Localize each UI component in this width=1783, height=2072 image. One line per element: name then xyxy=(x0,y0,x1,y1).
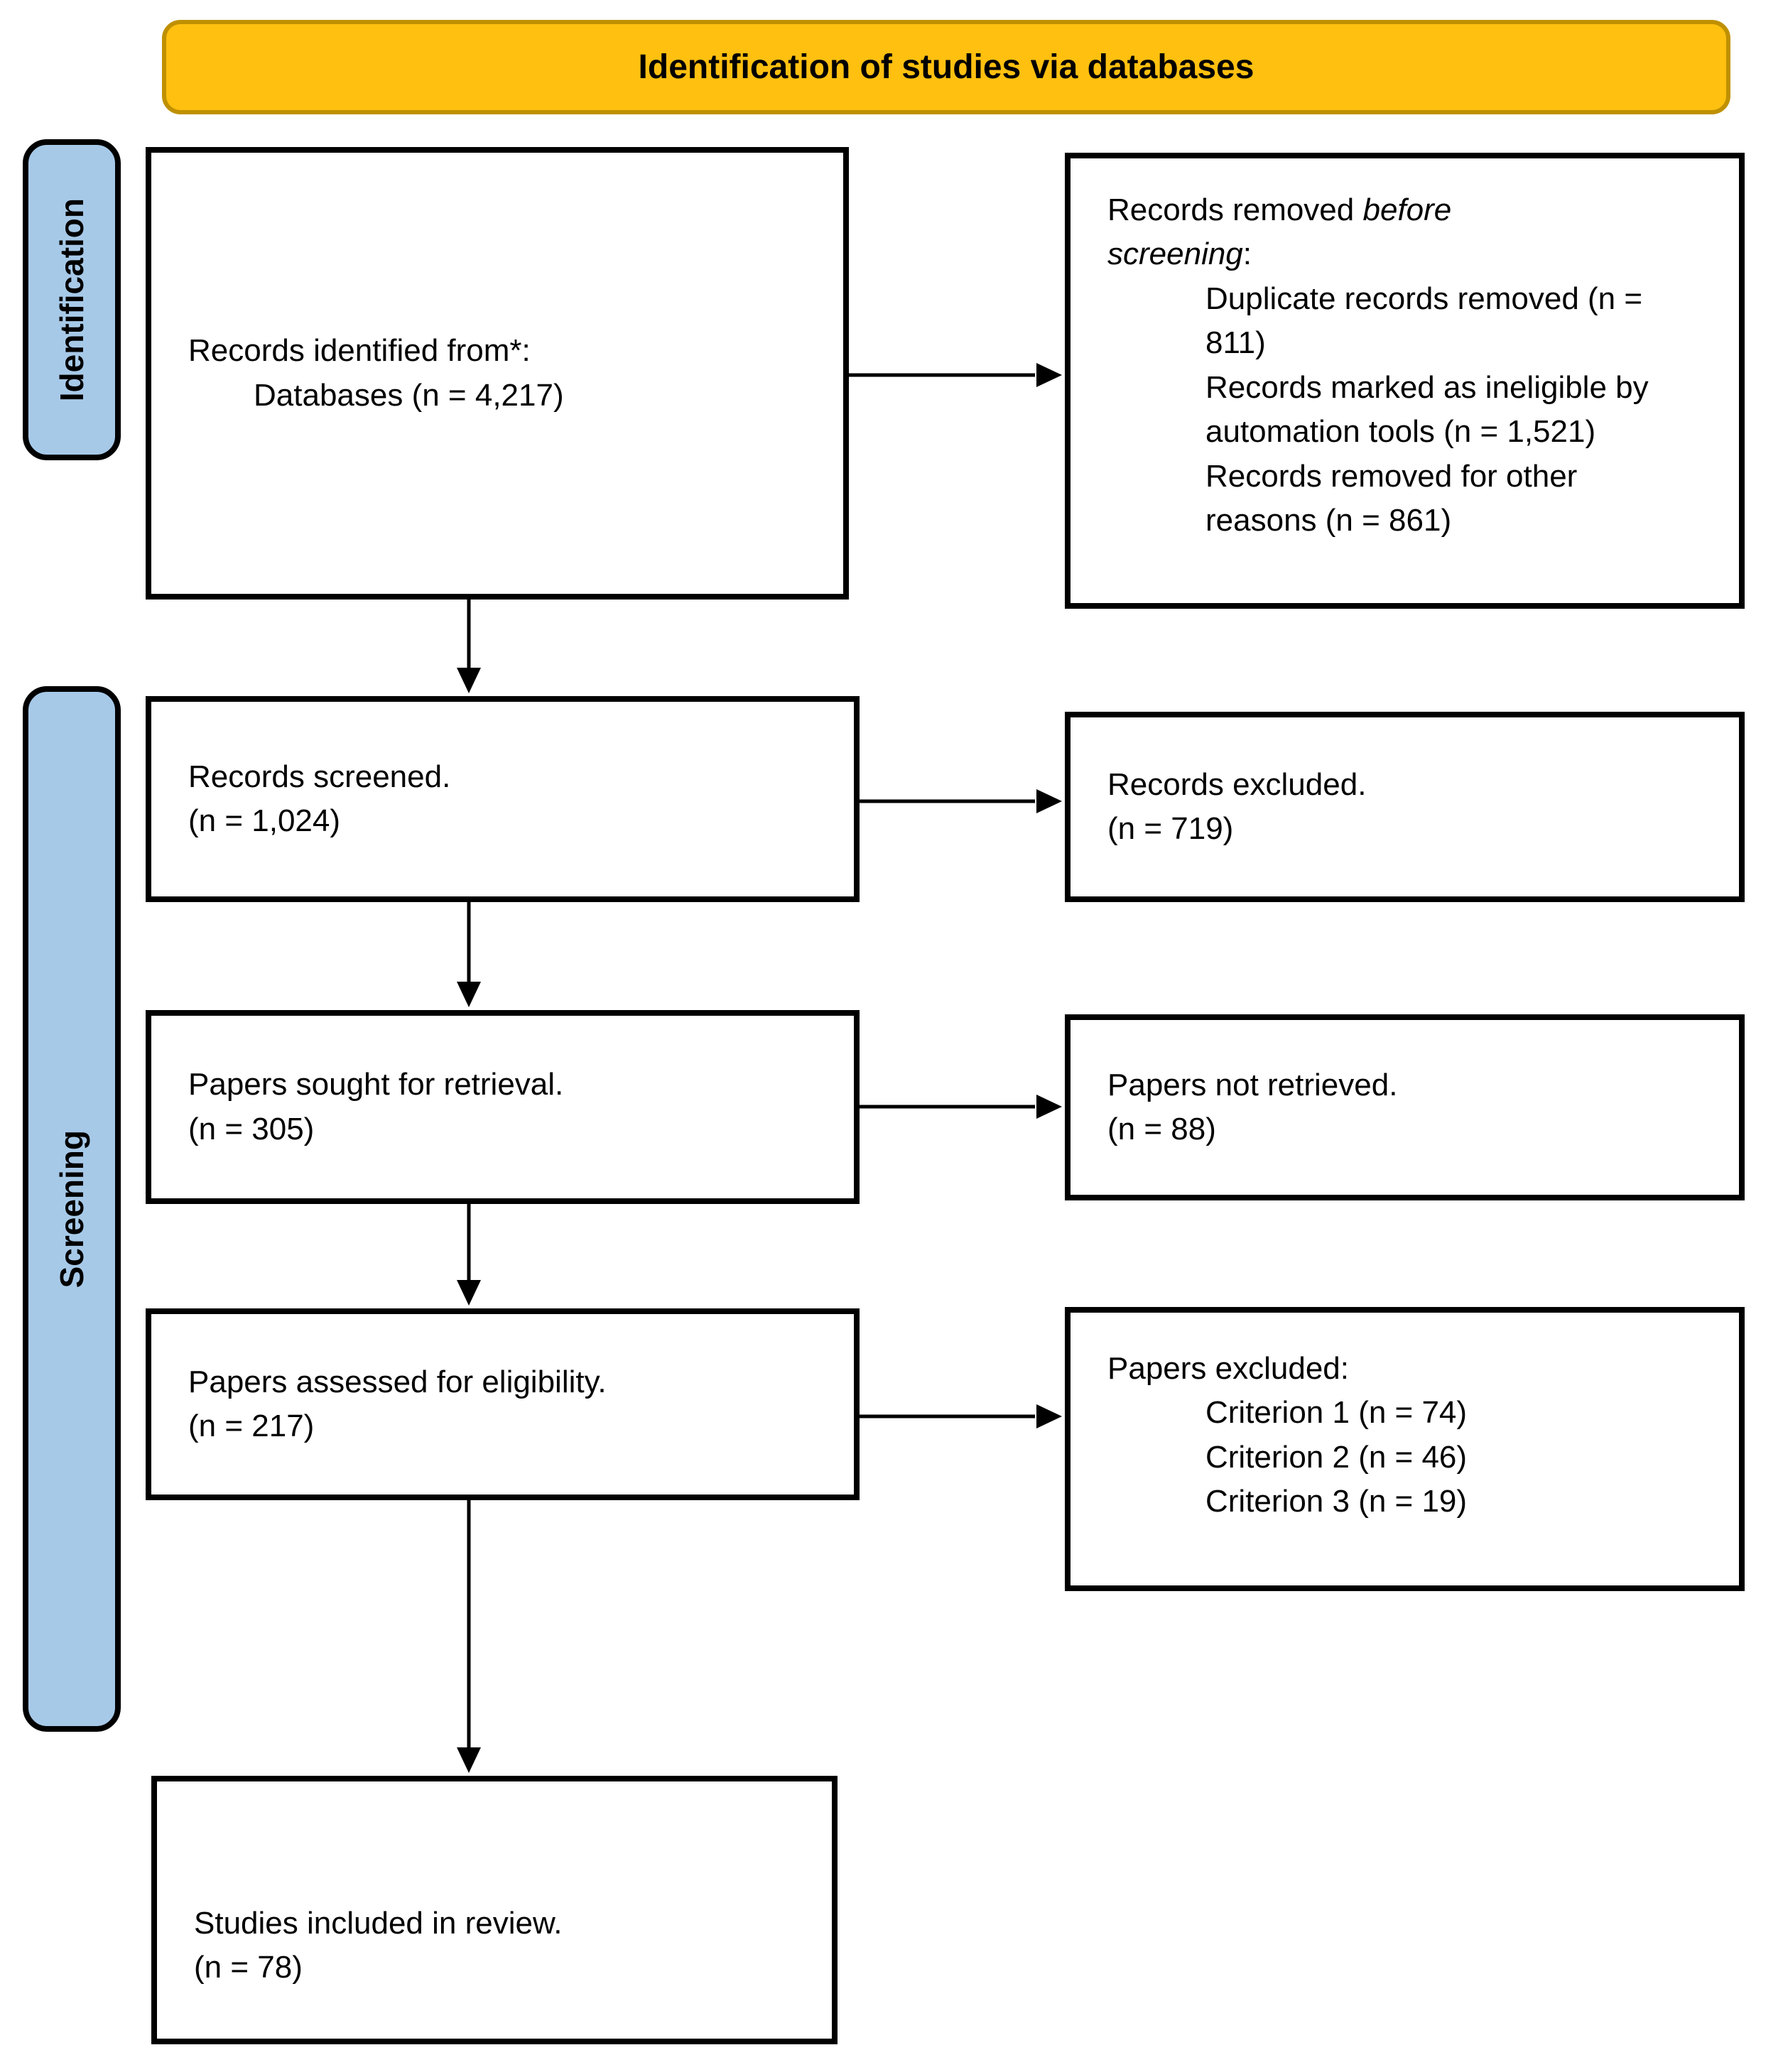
box-records-screened: Records screened. (n = 1,024) xyxy=(146,696,860,902)
arrow-papers-sought-to-papers-not-retrieved xyxy=(860,1095,1062,1119)
box-text-line: Papers not retrieved. xyxy=(1107,1067,1398,1102)
stage-label-screening-text: Screening xyxy=(53,1129,90,1289)
arrow-records-screened-to-records-excluded xyxy=(860,789,1062,813)
box-text-line: (n = 1,024) xyxy=(188,803,341,838)
box-studies-included-in-review: Studies included in review. (n = 78) xyxy=(151,1776,838,2044)
box-records-removed-before-screening: Records removed before screening: Duplic… xyxy=(1065,153,1745,609)
intro-suffix: : xyxy=(1242,237,1252,272)
box-papers-excluded: Papers excluded: Criterion 1 (n = 74) Cr… xyxy=(1065,1307,1745,1591)
criterion-item: Criterion 1 (n = 74) xyxy=(1205,1395,1468,1431)
box-text-intro: Records removed before screening: xyxy=(1107,188,1505,277)
box-records-excluded: Records excluded. (n = 719) xyxy=(1065,712,1745,902)
box-text-line: (n = 305) xyxy=(188,1111,315,1146)
box-records-identified: Records identified from*: Databases (n =… xyxy=(146,147,849,600)
arrow-papers-assessed-to-papers-excluded xyxy=(860,1404,1062,1428)
reason-item: Records removed for other reasons (n = 8… xyxy=(1205,458,1578,538)
stage-label-identification: Identification xyxy=(23,139,121,460)
criterion-item: Criterion 3 (n = 19) xyxy=(1205,1484,1468,1519)
stage-label-screening: Screening xyxy=(23,686,121,1732)
box-text-line: Records identified from*: xyxy=(188,333,531,369)
arrow-papers-sought-to-papers-assessed xyxy=(457,1204,481,1306)
box-text-line: Records screened. xyxy=(188,759,451,794)
box-text-line: (n = 88) xyxy=(1107,1112,1216,1146)
box-papers-not-retrieved: Papers not retrieved. (n = 88) xyxy=(1065,1014,1745,1200)
box-text-intro: Papers excluded: xyxy=(1107,1351,1349,1386)
box-text-line: (n = 217) xyxy=(188,1409,315,1443)
intro-text: Records removed xyxy=(1107,192,1363,227)
banner-title: Identification of studies via databases xyxy=(638,48,1254,86)
box-text-line: Papers assessed for eligibility. xyxy=(188,1364,607,1399)
reason-item: Duplicate records removed (n = 811) xyxy=(1205,281,1643,361)
box-papers-assessed-for-eligibility: Papers assessed for eligibility. (n = 21… xyxy=(146,1308,860,1500)
arrow-records-identified-to-records-screened xyxy=(457,600,481,693)
box-papers-sought-for-retrieval: Papers sought for retrieval. (n = 305) xyxy=(146,1010,860,1204)
stage-label-identification-text: Identification xyxy=(53,197,90,402)
intro-italic-text: before screening xyxy=(1107,192,1452,272)
box-text-line: (n = 719) xyxy=(1107,811,1234,846)
box-text-line: Records excluded. xyxy=(1107,766,1367,802)
reason-item: Records marked as ineligible by automati… xyxy=(1205,369,1649,450)
box-text-line: Studies included in review. xyxy=(194,1905,563,1941)
arrow-papers-assessed-to-studies-included xyxy=(457,1500,481,1773)
box-text-line: Papers sought for retrieval. xyxy=(188,1067,564,1102)
box-text-line: Databases (n = 4,217) xyxy=(254,377,564,413)
banner-identification-via-databases: Identification of studies via databases xyxy=(162,20,1730,114)
arrow-records-identified-to-records-removed xyxy=(849,363,1062,387)
criterion-item: Criterion 2 (n = 46) xyxy=(1205,1439,1468,1475)
box-text-line: (n = 78) xyxy=(194,1950,303,1985)
arrow-records-screened-to-papers-sought xyxy=(457,902,481,1007)
